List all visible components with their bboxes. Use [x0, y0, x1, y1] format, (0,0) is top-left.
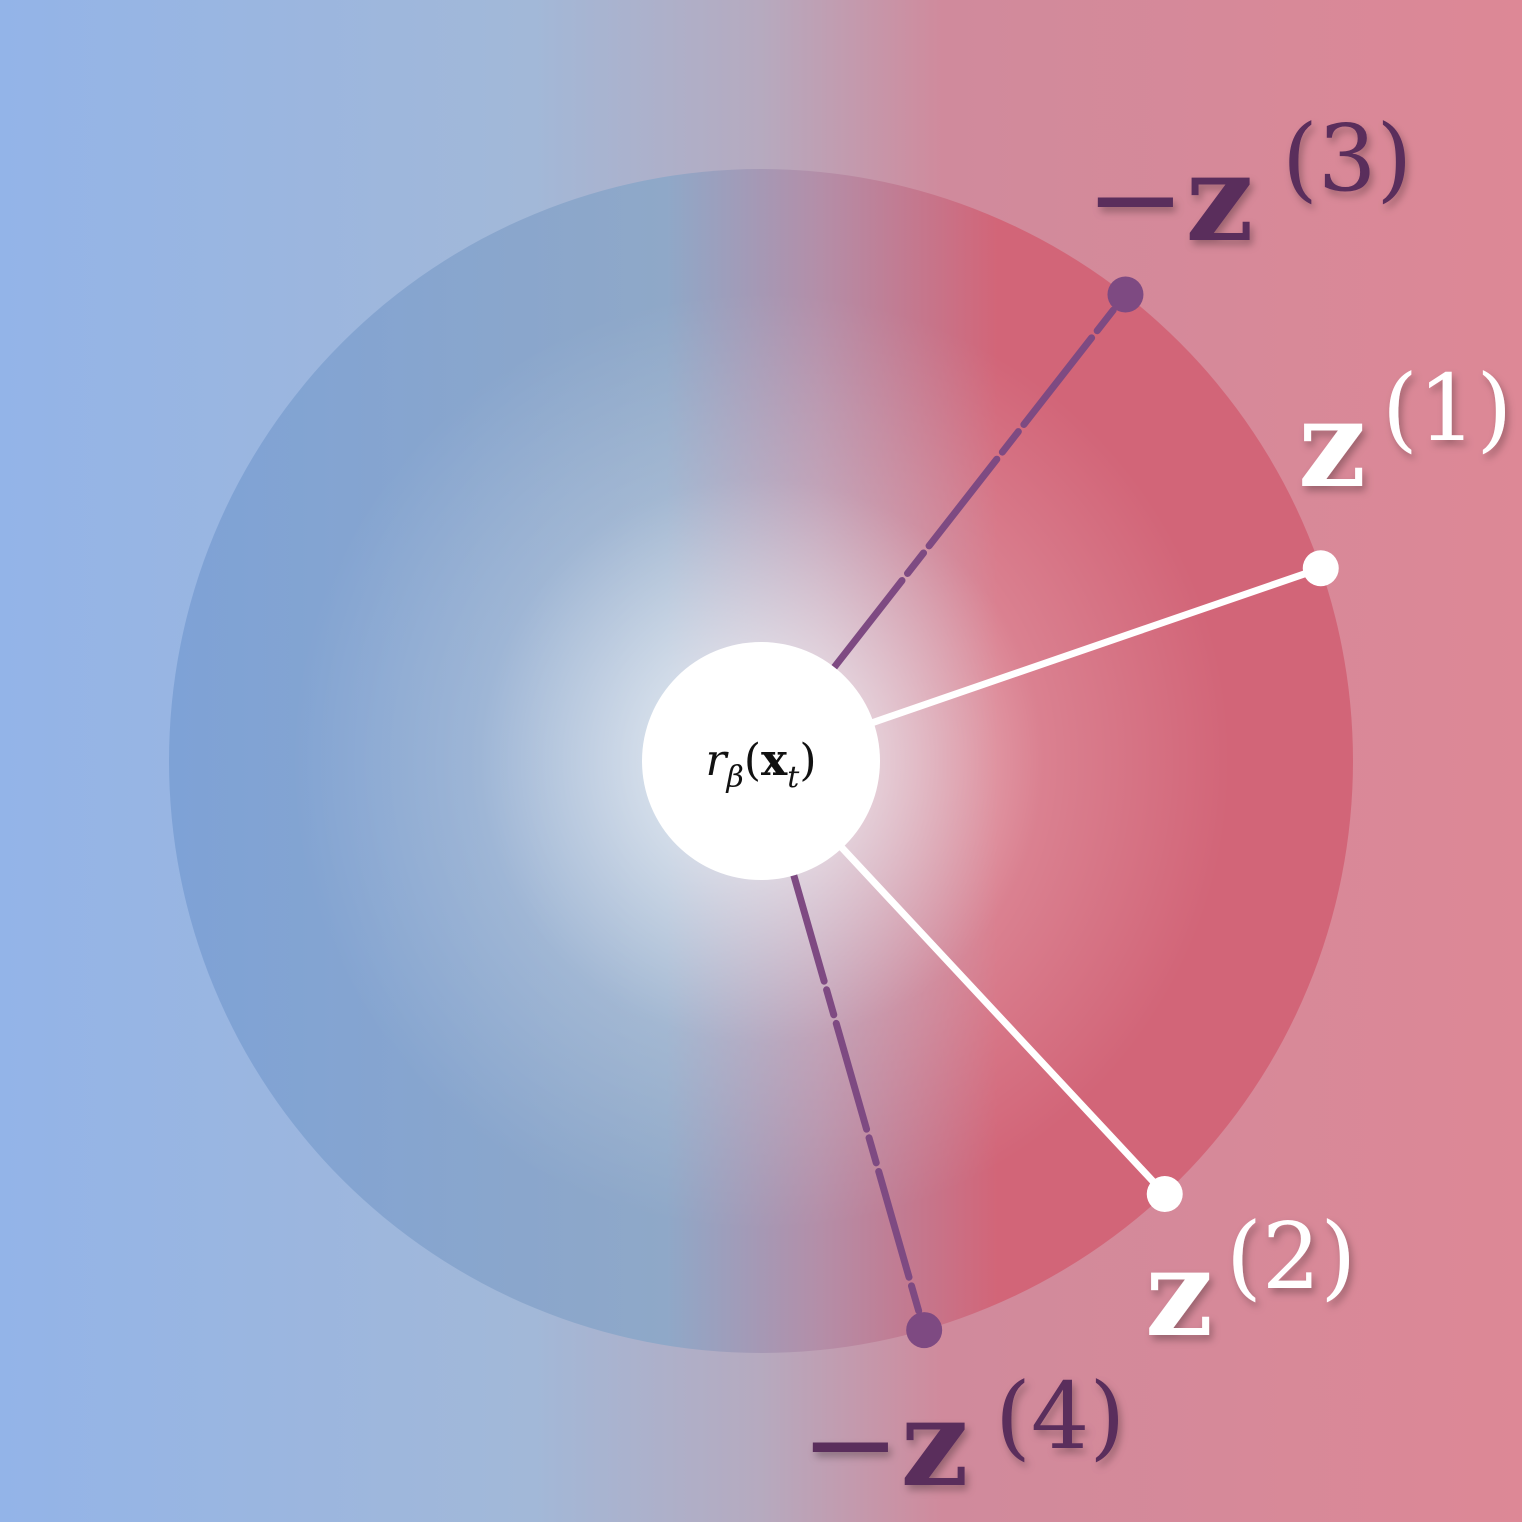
label-z3-index: (3) — [1282, 105, 1412, 212]
spoke-z3 — [830, 290, 1129, 671]
label-z2-name: z — [1145, 1223, 1213, 1364]
label-z3: −z (3) — [1085, 105, 1412, 269]
sample-points — [906, 276, 1339, 1349]
label-z2-index: (2) — [1226, 1203, 1356, 1310]
label-z2: z(2) — [1145, 1203, 1356, 1364]
spoke-z2 — [838, 844, 1169, 1198]
point-z2 — [1146, 1175, 1183, 1212]
label-z3-name: z — [1186, 128, 1254, 269]
spoke-z4 — [790, 871, 928, 1334]
center-label-sub: β — [726, 760, 744, 795]
label-z4-sign: − — [800, 1375, 901, 1514]
label-z3-sign: − — [1085, 130, 1186, 269]
center-label-var: x — [761, 735, 788, 786]
sample-spokes — [790, 290, 1325, 1334]
sample-labels: −z(3) z(1) z(2) −z(4) — [800, 105, 1512, 1514]
center-label-var-sub: t — [787, 760, 800, 795]
point-z3 — [1107, 276, 1144, 313]
center-label-base: r — [705, 735, 729, 786]
label-z4-name: z — [901, 1373, 969, 1514]
label-z4-index: (4) — [995, 1363, 1125, 1470]
label-z1-index: (1) — [1382, 355, 1512, 462]
point-z4 — [906, 1312, 943, 1349]
label-z1: z(1) — [1298, 355, 1512, 515]
center-label: rβ(xt) — [705, 735, 816, 795]
center-node — [642, 642, 880, 880]
label-z1-name: z — [1298, 374, 1366, 515]
label-z4: −z(4) — [800, 1363, 1125, 1514]
spoke-z1 — [870, 564, 1325, 726]
point-z1 — [1302, 550, 1339, 587]
center-label-open: ( — [744, 735, 761, 786]
center-label-close: ) — [799, 735, 816, 786]
